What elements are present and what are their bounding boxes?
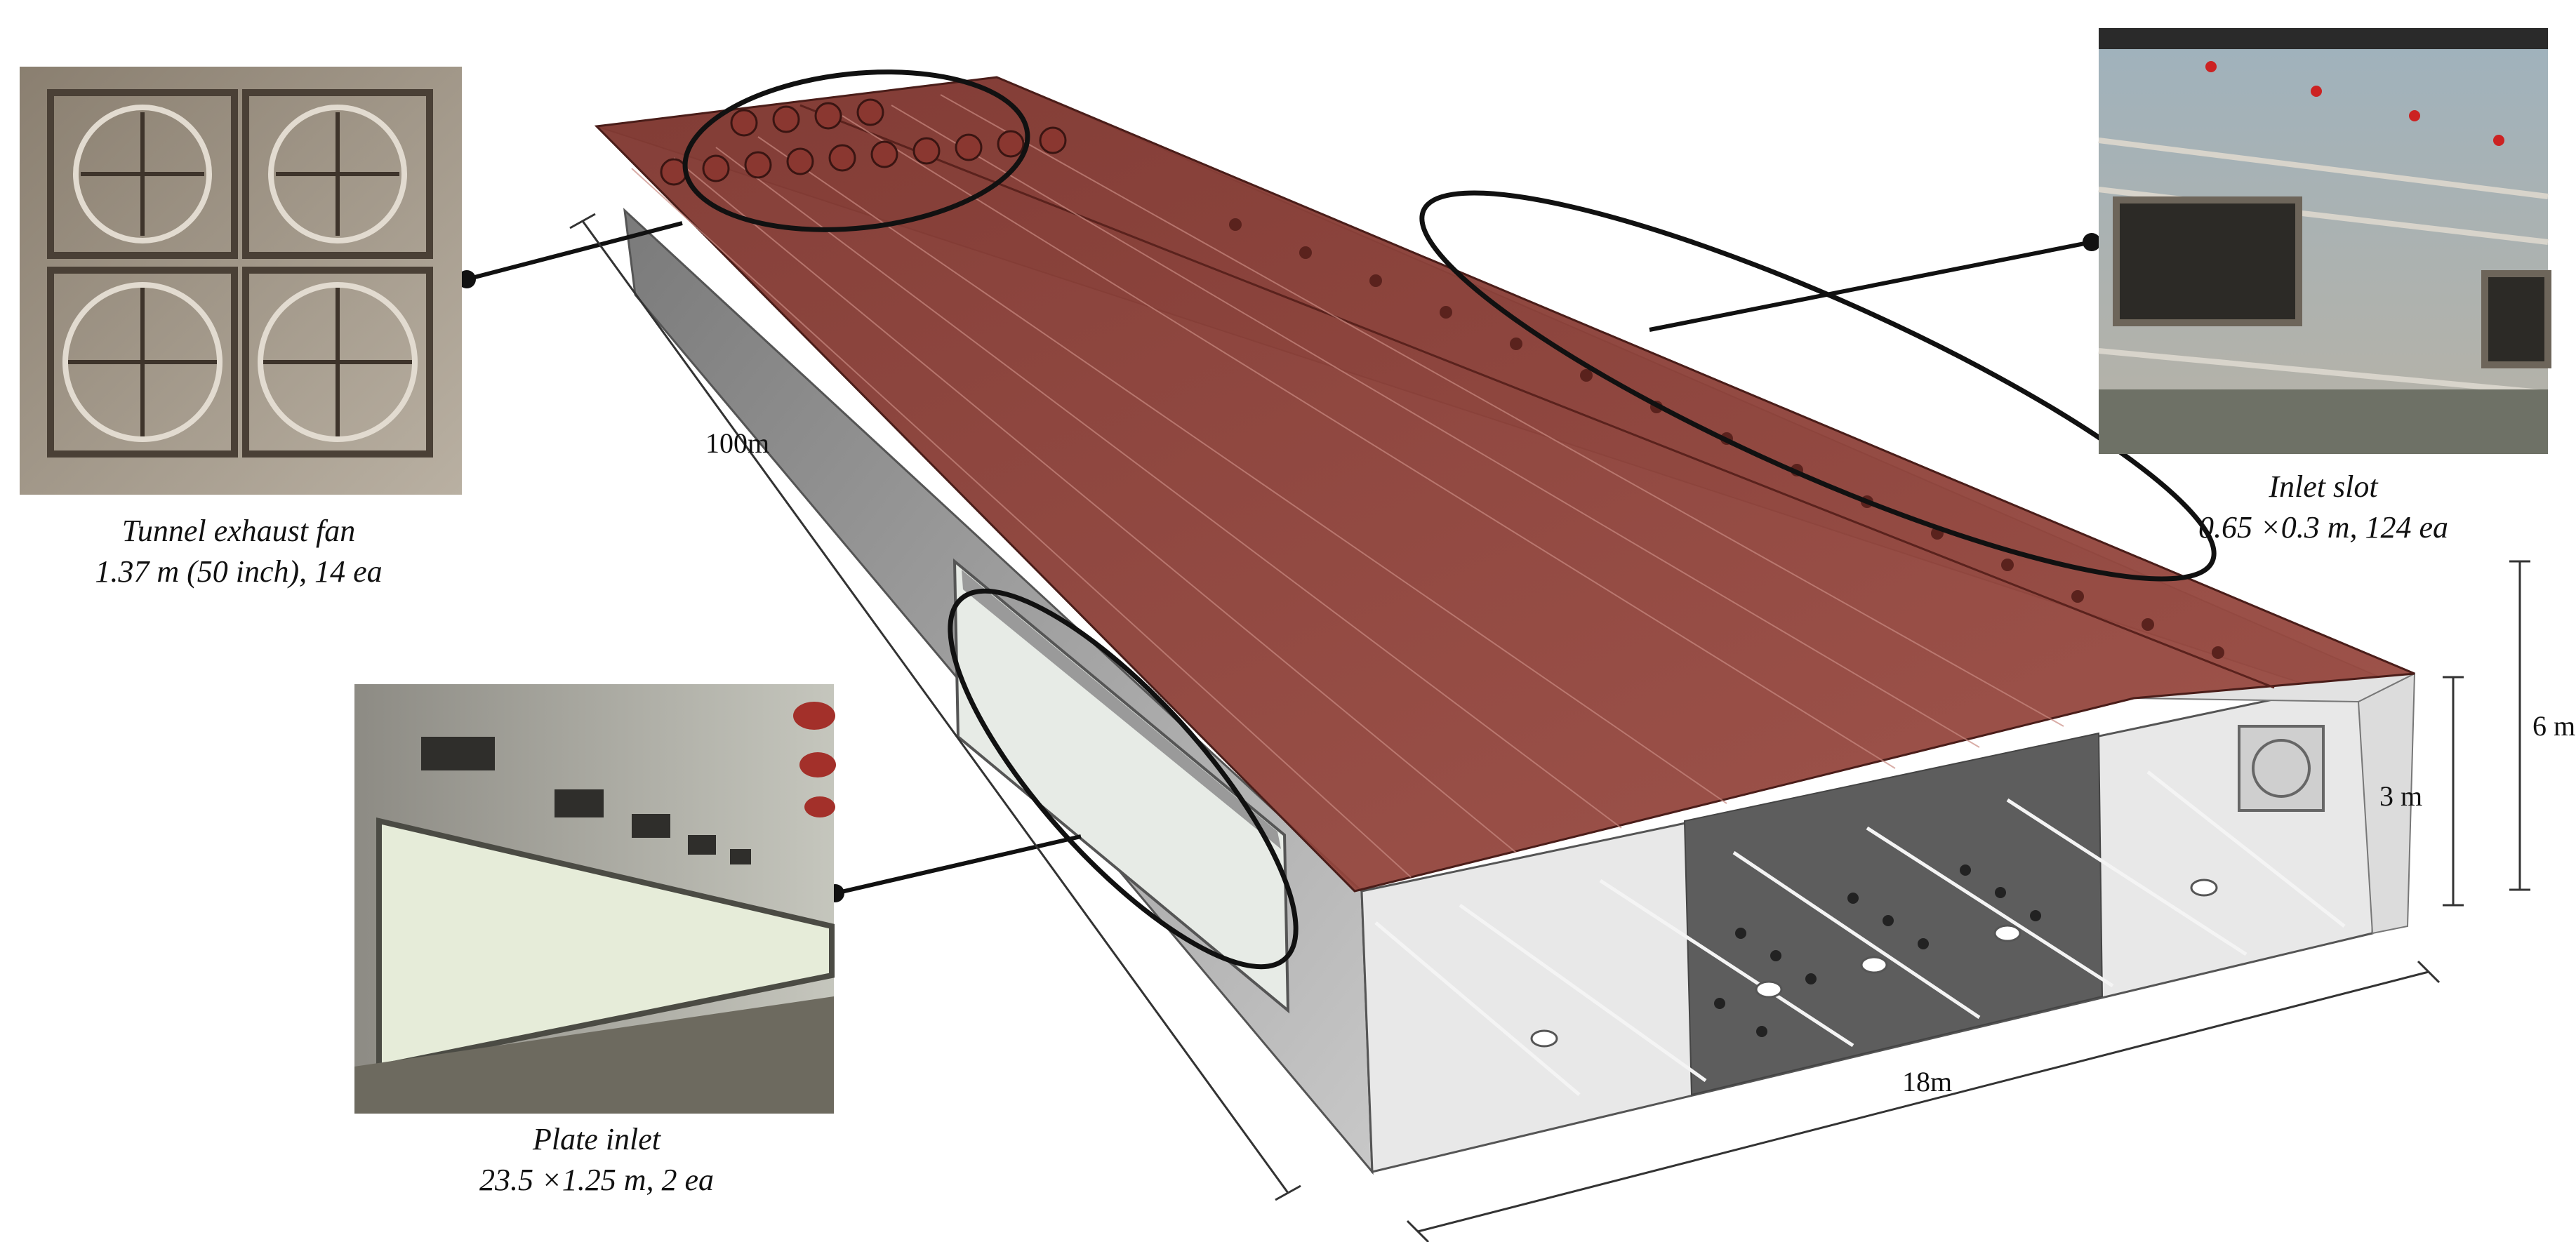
end-wall-fan-hub bbox=[2252, 739, 2311, 798]
plate-inlet-photo bbox=[354, 684, 836, 1114]
plate-inlet-panel bbox=[952, 558, 1290, 1014]
exhaust-fan-ellipse bbox=[682, 69, 1030, 232]
drinker-dots bbox=[1714, 864, 2041, 1037]
leader-lines bbox=[466, 221, 2092, 895]
dimension-lines bbox=[569, 213, 2530, 1242]
exhaust-fan-photo bbox=[20, 67, 462, 495]
plate-inlet-shade bbox=[962, 570, 1281, 849]
wall-height-dimension: 3 m bbox=[2379, 780, 2422, 812]
length-dimension: 100m bbox=[705, 427, 769, 459]
roof-purlins bbox=[631, 94, 2064, 878]
feeder-cups bbox=[1530, 879, 2218, 1048]
feed-lines bbox=[1374, 770, 2346, 1096]
plate-inlet-name: Plate inlet bbox=[532, 1122, 661, 1156]
plate-inlet-ellipse bbox=[948, 588, 1299, 970]
inlet-slot-name: Inlet slot bbox=[2269, 469, 2378, 504]
exhaust-fan-name: Tunnel exhaust fan bbox=[121, 514, 356, 548]
ridge-height-dimension: 6 m bbox=[2532, 710, 2575, 742]
exhaust-fan-caption: Tunnel exhaust fan 1.37 m (50 inch), 14 … bbox=[42, 511, 435, 592]
plate-inlet-spec: 23.5 ×1.25 m, 2 ea bbox=[479, 1163, 714, 1197]
inlet-slot-caption: Inlet slot 0.65 ×0.3 m, 124 ea bbox=[2127, 467, 2520, 548]
callout-ellipses bbox=[682, 69, 2217, 970]
roof-exhaust-fans bbox=[660, 98, 1067, 186]
width-dimension: 18m bbox=[1902, 1066, 1952, 1097]
exhaust-fan-spec: 1.37 m (50 inch), 14 ea bbox=[95, 554, 383, 589]
plate-inlet-caption: Plate inlet 23.5 ×1.25 m, 2 ea bbox=[407, 1119, 786, 1201]
inlet-slot-photo bbox=[2098, 28, 2551, 454]
inlet-slot-ellipse bbox=[1419, 190, 2217, 582]
roof bbox=[594, 76, 2415, 893]
inlet-slot-spec: 0.65 ×0.3 m, 124 ea bbox=[2198, 510, 2448, 545]
roof-ridge bbox=[799, 104, 2275, 689]
building bbox=[594, 76, 2416, 1175]
